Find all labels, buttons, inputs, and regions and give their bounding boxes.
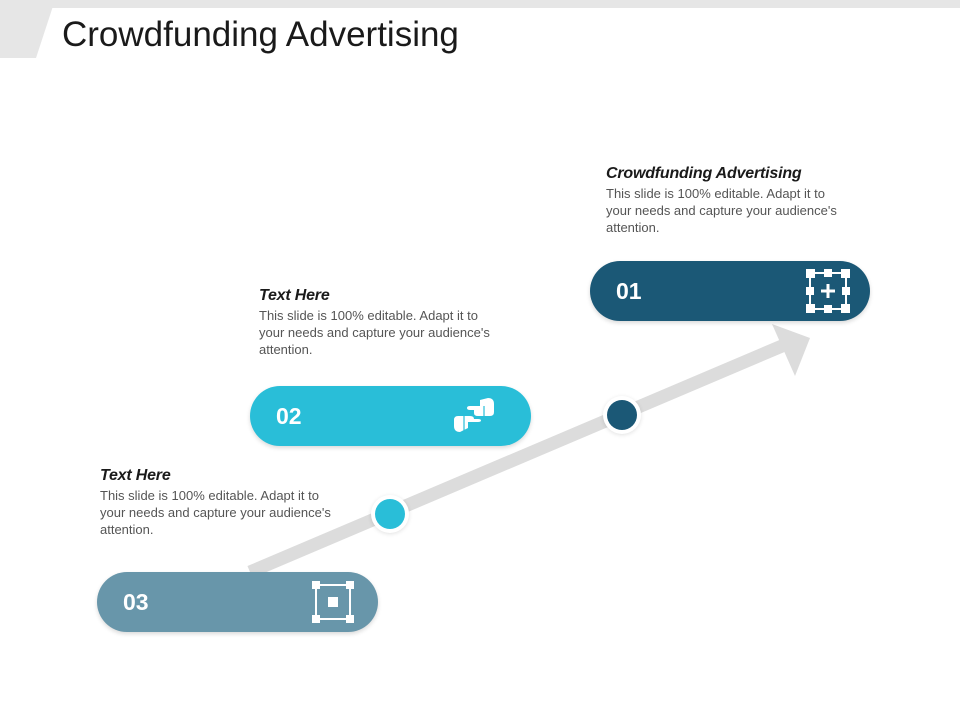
step-1-heading: Crowdfunding Advertising bbox=[606, 165, 802, 182]
corner-tab-decoration bbox=[0, 0, 55, 58]
pointing-hands-icon bbox=[454, 398, 494, 432]
step-2-marker-dot bbox=[375, 499, 405, 529]
step-1-marker-dot bbox=[607, 400, 637, 430]
expand-selection-icon bbox=[806, 269, 850, 313]
step-2-text: Text Here This slide is 100% editable. A… bbox=[259, 286, 499, 358]
selection-box-icon bbox=[312, 581, 354, 623]
step-1-number: 01 bbox=[616, 278, 642, 304]
slide-title: Crowdfunding Advertising bbox=[62, 15, 459, 54]
step-3-number: 03 bbox=[123, 589, 149, 615]
step-3-pill: 03 bbox=[97, 572, 378, 632]
step-3-body: This slide is 100% editable. Adapt it to… bbox=[100, 488, 331, 537]
step-1-body: This slide is 100% editable. Adapt it to… bbox=[606, 186, 837, 235]
step-1-pill: 01 bbox=[590, 261, 870, 321]
step-2-body: This slide is 100% editable. Adapt it to… bbox=[259, 308, 490, 357]
step-2-heading: Text Here bbox=[259, 287, 330, 304]
step-3-heading: Text Here bbox=[100, 467, 171, 484]
step-3-text: Text Here This slide is 100% editable. A… bbox=[100, 466, 340, 538]
top-bar bbox=[0, 0, 960, 8]
step-1-text: Crowdfunding Advertising This slide is 1… bbox=[606, 164, 846, 236]
step-2-number: 02 bbox=[276, 403, 302, 429]
step-2-pill: 02 bbox=[250, 386, 531, 446]
